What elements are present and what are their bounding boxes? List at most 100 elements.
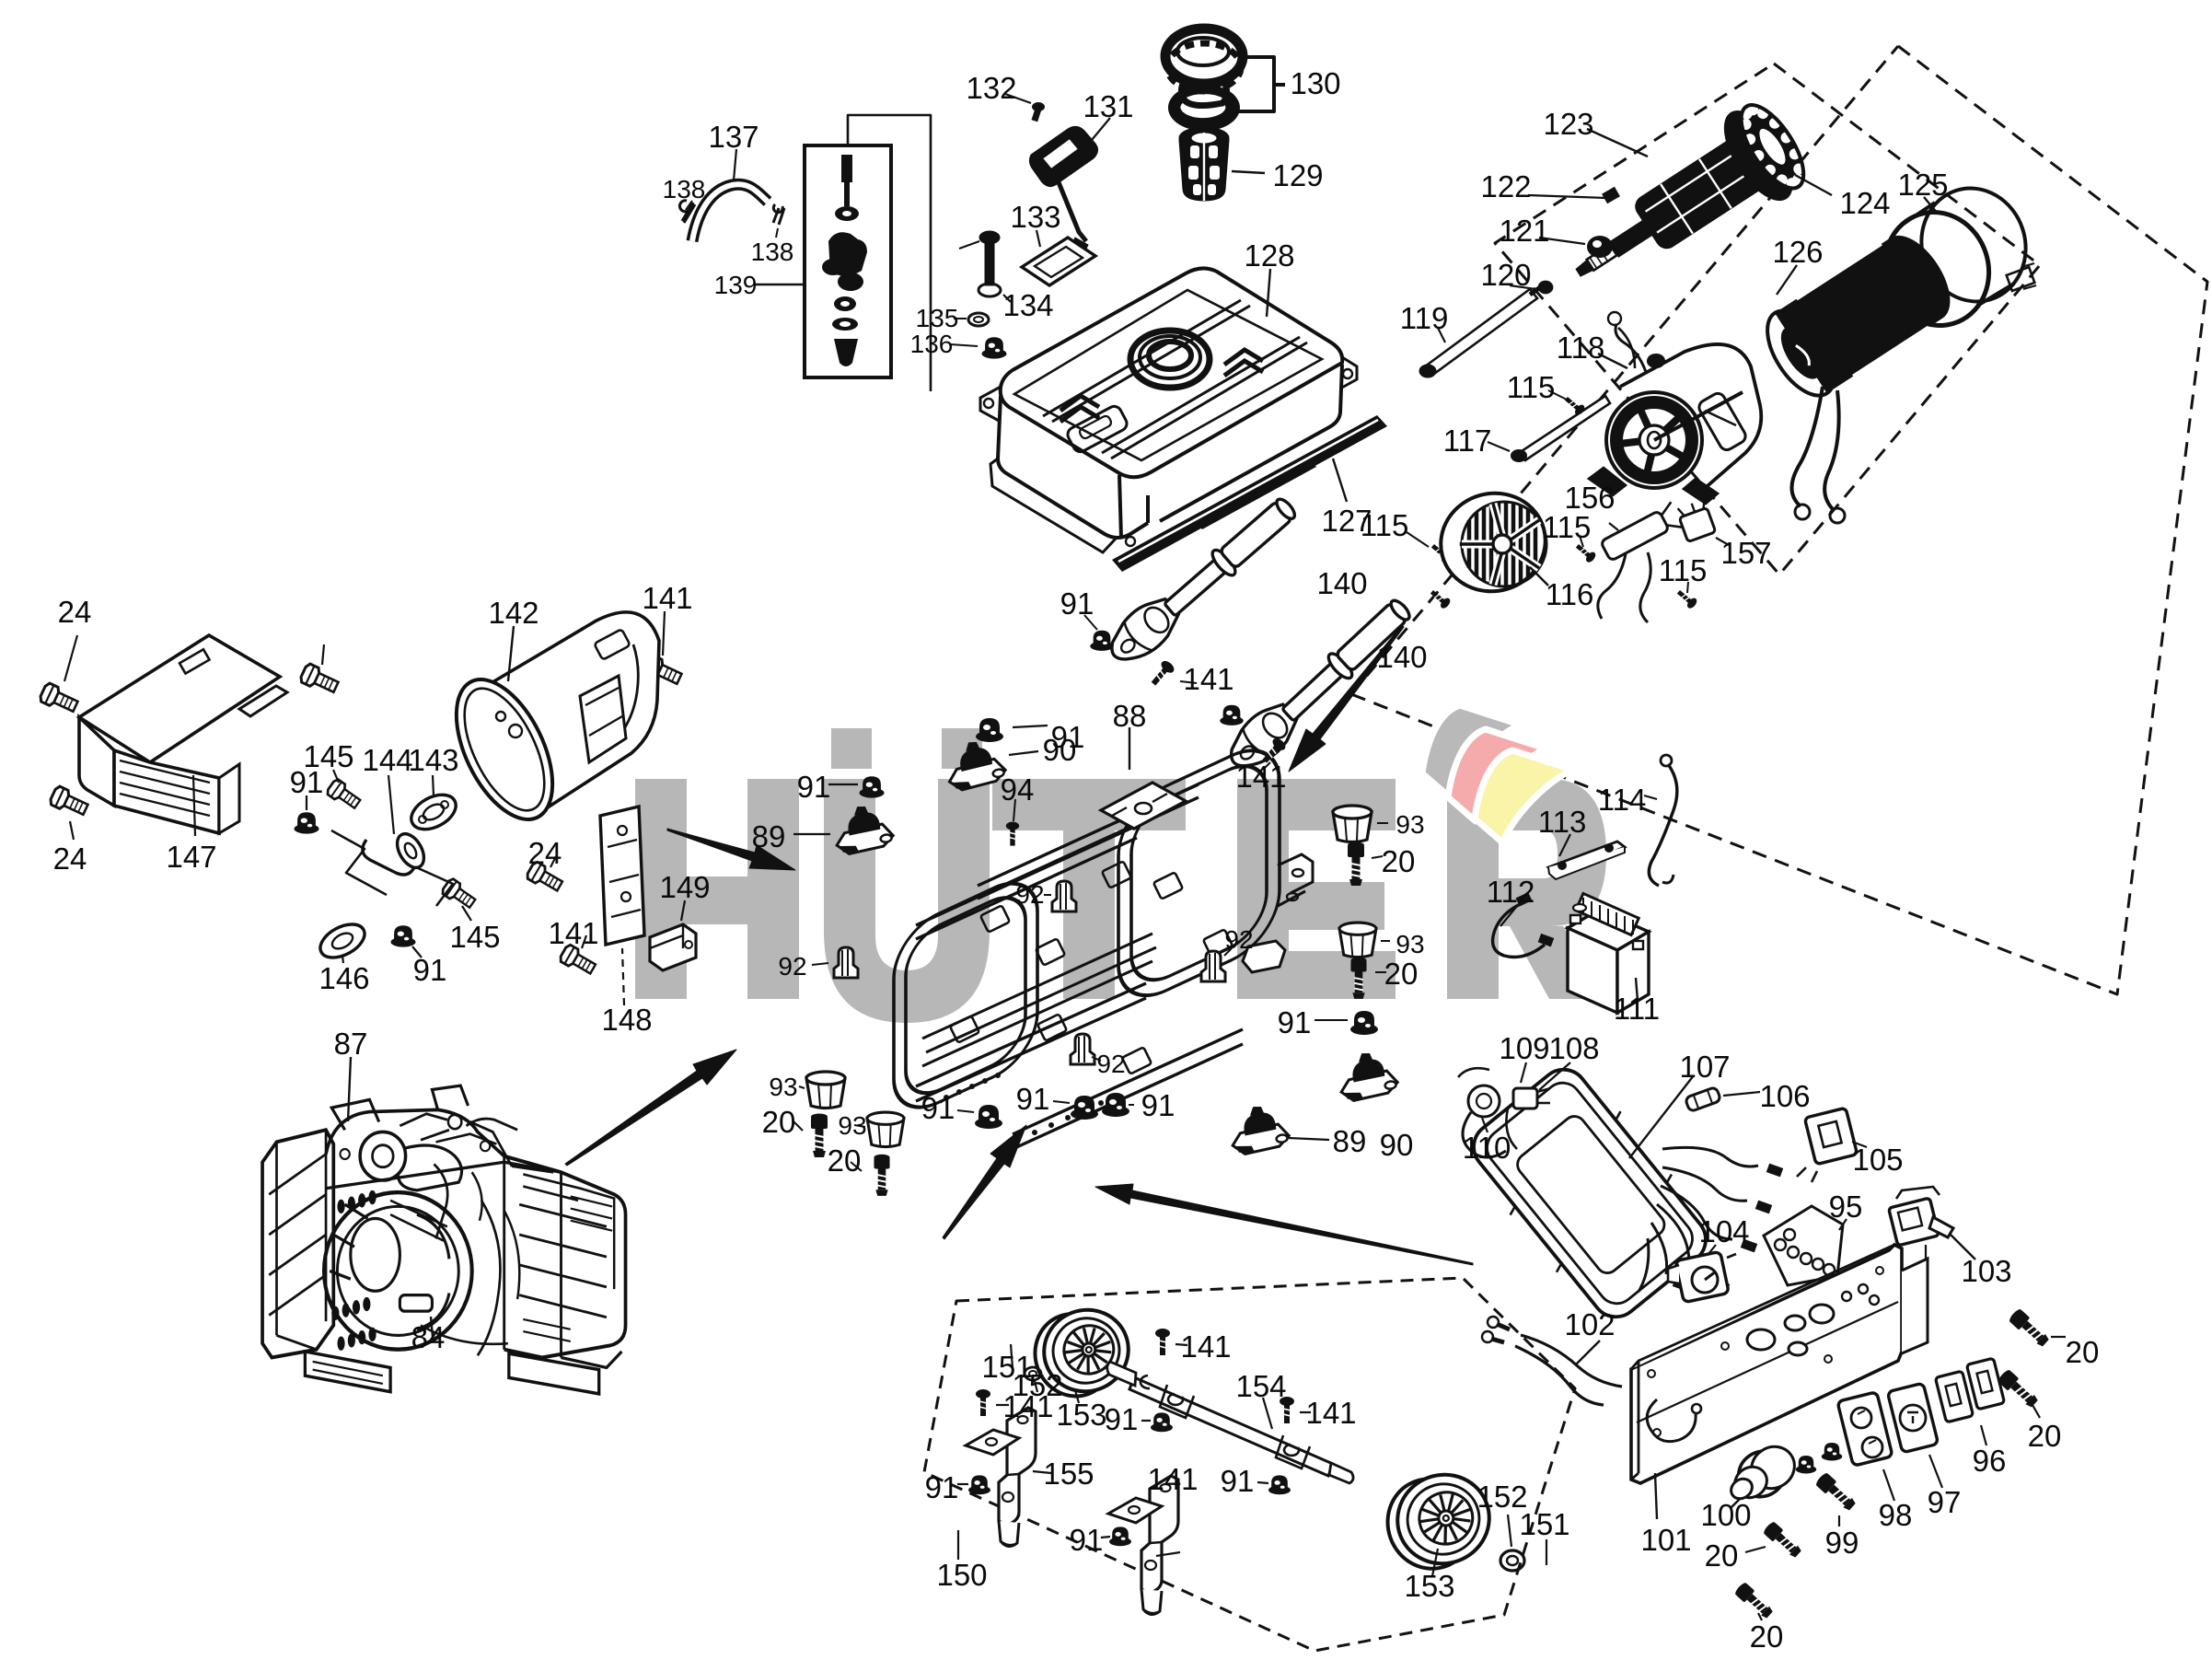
svg-text:157: 157 [1720, 536, 1771, 570]
svg-text:122: 122 [1480, 169, 1531, 203]
svg-text:115: 115 [1543, 510, 1592, 544]
svg-text:141: 141 [548, 916, 598, 950]
svg-text:111: 111 [1614, 992, 1660, 1026]
svg-text:91: 91 [1016, 1082, 1050, 1116]
svg-text:105: 105 [1852, 1143, 1903, 1177]
svg-text:140: 140 [1316, 566, 1367, 600]
svg-text:127: 127 [1321, 504, 1372, 538]
svg-text:120: 120 [1480, 258, 1531, 292]
svg-text:141: 141 [1183, 662, 1233, 696]
svg-text:130: 130 [1290, 66, 1340, 100]
svg-text:92: 92 [1096, 1050, 1125, 1078]
svg-text:138: 138 [751, 238, 794, 266]
svg-text:123: 123 [1543, 107, 1593, 141]
svg-text:143: 143 [408, 743, 458, 777]
svg-text:101: 101 [1640, 1523, 1691, 1557]
svg-text:106: 106 [1759, 1079, 1810, 1113]
svg-text:90: 90 [1043, 733, 1077, 767]
svg-text:95: 95 [1829, 1190, 1863, 1224]
svg-text:89: 89 [1333, 1124, 1367, 1158]
svg-text:154: 154 [1235, 1369, 1286, 1403]
svg-text:146: 146 [318, 961, 369, 995]
svg-text:145: 145 [303, 739, 353, 773]
svg-text:153: 153 [1404, 1569, 1454, 1603]
svg-text:151: 151 [1519, 1507, 1569, 1541]
svg-text:20: 20 [1382, 844, 1416, 878]
svg-text:96: 96 [1973, 1444, 2007, 1478]
svg-text:136: 136 [910, 330, 954, 358]
svg-text:93: 93 [838, 1111, 866, 1140]
svg-text:133: 133 [1010, 200, 1060, 234]
svg-text:113: 113 [1538, 805, 1587, 839]
svg-text:115: 115 [1507, 370, 1556, 404]
svg-text:121: 121 [1499, 214, 1549, 248]
svg-text:108: 108 [1548, 1031, 1599, 1065]
svg-text:102: 102 [1564, 1307, 1615, 1341]
svg-text:117: 117 [1443, 424, 1492, 458]
svg-text:132: 132 [966, 71, 1016, 105]
svg-text:24: 24 [58, 595, 92, 629]
svg-text:91: 91 [1278, 1005, 1312, 1039]
svg-text:151: 151 [981, 1350, 1032, 1384]
svg-text:89: 89 [752, 819, 786, 853]
svg-text:20: 20 [2066, 1335, 2100, 1369]
svg-text:115: 115 [1361, 508, 1409, 542]
svg-text:137: 137 [708, 120, 759, 154]
svg-text:91: 91 [1070, 1523, 1104, 1557]
svg-text:116: 116 [1546, 577, 1594, 611]
svg-text:118: 118 [1557, 331, 1605, 365]
svg-text:112: 112 [1487, 875, 1535, 909]
svg-text:109: 109 [1499, 1031, 1549, 1065]
svg-text:91: 91 [1051, 720, 1085, 754]
svg-text:152: 152 [1477, 1480, 1527, 1514]
svg-text:94: 94 [1001, 772, 1035, 807]
svg-text:84: 84 [411, 1320, 446, 1354]
svg-text:148: 148 [601, 1003, 652, 1037]
svg-text:104: 104 [1698, 1214, 1749, 1248]
svg-text:99: 99 [1825, 1526, 1859, 1560]
svg-text:125: 125 [1897, 168, 1948, 202]
svg-text:20: 20 [1750, 1619, 1784, 1654]
svg-text:138: 138 [663, 175, 706, 203]
svg-text:114: 114 [1598, 783, 1647, 817]
svg-text:20: 20 [828, 1143, 862, 1178]
svg-text:20: 20 [1705, 1538, 1739, 1573]
svg-text:141: 141 [1002, 1389, 1053, 1423]
svg-text:115: 115 [1659, 553, 1708, 587]
svg-text:110: 110 [1463, 1131, 1511, 1165]
svg-text:92: 92 [778, 952, 806, 981]
svg-text:144: 144 [362, 743, 412, 777]
svg-text:139: 139 [714, 271, 758, 299]
svg-text:141: 141 [1147, 1462, 1198, 1496]
svg-text:134: 134 [1002, 288, 1053, 322]
svg-text:135: 135 [916, 304, 959, 332]
svg-text:92: 92 [1015, 880, 1044, 909]
svg-text:142: 142 [488, 596, 539, 630]
svg-text:91: 91 [1105, 1402, 1139, 1436]
svg-text:24: 24 [528, 836, 562, 870]
svg-text:141: 141 [642, 581, 692, 615]
svg-text:88: 88 [1113, 699, 1147, 733]
svg-text:155: 155 [1043, 1457, 1094, 1491]
svg-text:107: 107 [1679, 1050, 1730, 1084]
svg-text:103: 103 [1961, 1254, 2011, 1288]
svg-text:93: 93 [769, 1073, 797, 1101]
svg-text:20: 20 [762, 1105, 796, 1139]
svg-text:145: 145 [449, 920, 500, 954]
svg-text:91: 91 [413, 953, 447, 987]
svg-text:141: 141 [1180, 1329, 1231, 1364]
svg-text:98: 98 [1879, 1498, 1913, 1532]
svg-text:91: 91 [925, 1470, 959, 1504]
svg-text:91: 91 [797, 770, 831, 804]
svg-text:124: 124 [1839, 186, 1890, 220]
svg-text:126: 126 [1772, 235, 1823, 269]
svg-text:150: 150 [936, 1558, 987, 1592]
svg-text:129: 129 [1272, 158, 1323, 192]
svg-text:152: 152 [1012, 1368, 1062, 1402]
svg-text:90: 90 [1380, 1128, 1414, 1162]
svg-text:119: 119 [1400, 301, 1449, 335]
svg-text:91: 91 [1060, 586, 1094, 621]
svg-text:141: 141 [1305, 1396, 1356, 1430]
svg-text:24: 24 [53, 842, 87, 876]
svg-text:100: 100 [1700, 1498, 1751, 1532]
